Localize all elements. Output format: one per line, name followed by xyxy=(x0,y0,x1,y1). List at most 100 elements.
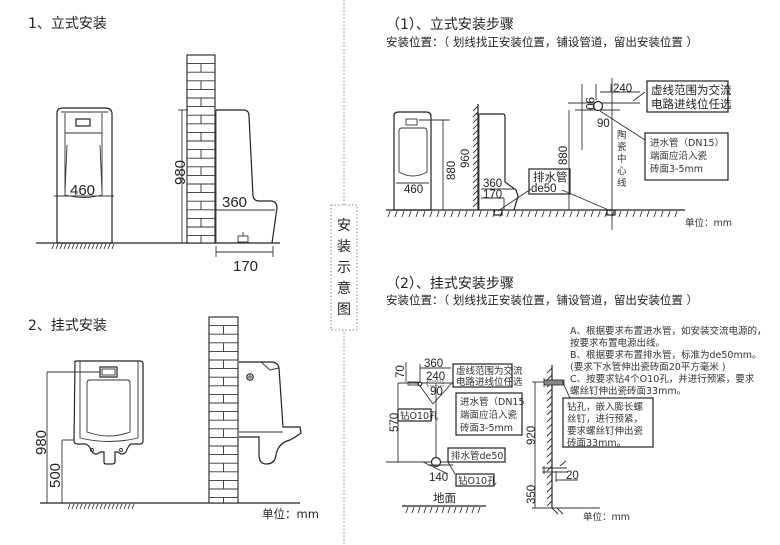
floor-hatch xyxy=(471,506,475,514)
drain-offset-dim: 170 xyxy=(483,189,502,201)
wall-hatch xyxy=(546,451,553,458)
floor-hatch xyxy=(520,210,524,218)
divider-char: 装 xyxy=(337,239,351,255)
centerline-char: 线 xyxy=(617,177,627,189)
floor-hatch xyxy=(417,506,421,514)
front-width-dim: 460 xyxy=(70,182,95,199)
wall-hatch xyxy=(472,129,479,136)
top-offset-dim: 90 xyxy=(583,97,595,110)
floor-hatch xyxy=(429,210,433,218)
inlet-callout-line: 端面应沿入瓷 xyxy=(460,409,518,421)
drain-callout-line: de50 xyxy=(531,183,557,195)
bolt-callout-box xyxy=(562,397,654,448)
wall-hatch xyxy=(472,177,479,184)
inlet-callout-line: 砖面3-5mm xyxy=(460,422,513,434)
floor-hatch xyxy=(513,210,517,218)
floor-hatch xyxy=(597,210,601,218)
power-callout-line: 虚线范围为交流 xyxy=(651,83,732,97)
floor-hatch xyxy=(429,506,433,514)
power-callout-box xyxy=(646,80,729,113)
flush-sensor-icon xyxy=(405,118,418,126)
wall-hatch xyxy=(472,147,479,154)
divider-char: 安 xyxy=(337,218,351,234)
floor-hatch xyxy=(653,210,657,218)
floor-hatch xyxy=(562,210,566,218)
expansion-bolt-icon xyxy=(543,379,565,386)
height-dim-500: 500 xyxy=(47,463,64,488)
wall-hatch xyxy=(546,367,553,374)
installation-notes: A、根据要求布置进水管，如安装交流电源的， 按要求布置电源出线。 B、根据要求布… xyxy=(570,325,767,397)
step1-side-view: 960 360 170 xyxy=(460,104,519,211)
floor-standing-front-view: 460 xyxy=(54,107,114,244)
wall-hung-side-view xyxy=(239,361,302,465)
step1-title: （1）、立式安装步骤 xyxy=(386,17,514,33)
floor-hatch xyxy=(506,210,510,218)
section1-title: 1、立式安装 xyxy=(28,16,107,32)
power-callout-line: 虚线范围为交流 xyxy=(456,365,523,377)
bolt-dim-20: 20 xyxy=(566,470,579,482)
wall-hatch xyxy=(546,395,553,402)
floor-hatch xyxy=(405,506,409,514)
flush-sensor-icon xyxy=(99,366,118,378)
floor-hatch xyxy=(534,210,538,218)
floor-hatch xyxy=(447,506,451,514)
wall-hatch xyxy=(546,423,553,430)
floor-hatch xyxy=(459,506,463,514)
side-height-dim: 960 xyxy=(460,149,472,168)
wall-hatch xyxy=(546,493,553,500)
floor-hatch xyxy=(590,210,594,218)
power-width-dim: 240 xyxy=(613,83,632,95)
wall-hatch xyxy=(472,183,479,190)
wall-height-dim: 880 xyxy=(558,146,570,165)
wall-hatch xyxy=(546,444,553,451)
wall-hatch xyxy=(472,135,479,142)
wall-hatch xyxy=(472,105,479,112)
wall-hatch xyxy=(546,500,553,507)
height-dim-980: 980 xyxy=(172,160,189,185)
wall-hatch xyxy=(546,402,553,409)
hole-callout-box xyxy=(455,473,495,487)
drain-outlet-icon xyxy=(237,235,249,243)
floor-hatch xyxy=(387,210,391,218)
wall-hatch xyxy=(546,409,553,416)
divider-char: 意 xyxy=(337,280,351,297)
inlet-callout-line: 砖面3-5mm xyxy=(650,163,703,175)
step1-subtitle: 安装位置：（ 划线找正安装位置，铺设管道，留出安装位置 ） xyxy=(386,35,698,49)
power-callout-box xyxy=(452,363,513,388)
floor-hatch xyxy=(478,210,482,218)
floor-hatch xyxy=(457,210,461,218)
wall-hatch xyxy=(472,123,479,130)
hole-callout-bottom: 钻O10孔 xyxy=(458,475,497,487)
floor-hatch xyxy=(618,210,622,218)
drain-outlet-icon xyxy=(606,209,616,216)
floor-hatch xyxy=(477,506,481,514)
wall-hatch xyxy=(546,430,553,437)
wall-hatch xyxy=(472,159,479,166)
floor-hatch xyxy=(485,210,489,218)
section2-title: 2、挂式安装 xyxy=(28,318,107,334)
divider-char: 示 xyxy=(337,260,351,276)
unit-label: 单位：mm xyxy=(685,217,732,229)
divider-char: 图 xyxy=(337,302,351,318)
bolt-callout-line: 丝钉，进行预紧， xyxy=(567,413,643,425)
floor-hatch xyxy=(667,210,671,218)
unit-label: 单位：mm xyxy=(583,511,630,523)
floor-hatch xyxy=(632,210,636,218)
drain-callout-box xyxy=(528,168,571,195)
step2-subtitle: 安装位置：（ 划线找正安装位置，铺设管道，留出安装位置 ） xyxy=(386,293,698,307)
wall-hatch xyxy=(546,416,553,423)
floor-hatch xyxy=(464,210,468,218)
wall-hatch xyxy=(472,165,479,172)
floor-hatch xyxy=(435,506,439,514)
note-line: B、根据要求布置排水管，标准为de50mm。 xyxy=(570,349,762,361)
wall-hatch xyxy=(546,465,553,472)
wall-dim-920: 920 xyxy=(526,426,538,445)
hole-callout-top: 钻O10孔 xyxy=(400,410,439,422)
wall-dim-350: 350 xyxy=(526,485,538,504)
floor-hatch xyxy=(583,210,587,218)
hole-callout-box xyxy=(397,408,432,422)
floor-hatch xyxy=(527,210,531,218)
drain-width-dim: 140 xyxy=(429,472,448,484)
floor-hatch xyxy=(625,210,629,218)
floor-hatch xyxy=(423,506,427,514)
